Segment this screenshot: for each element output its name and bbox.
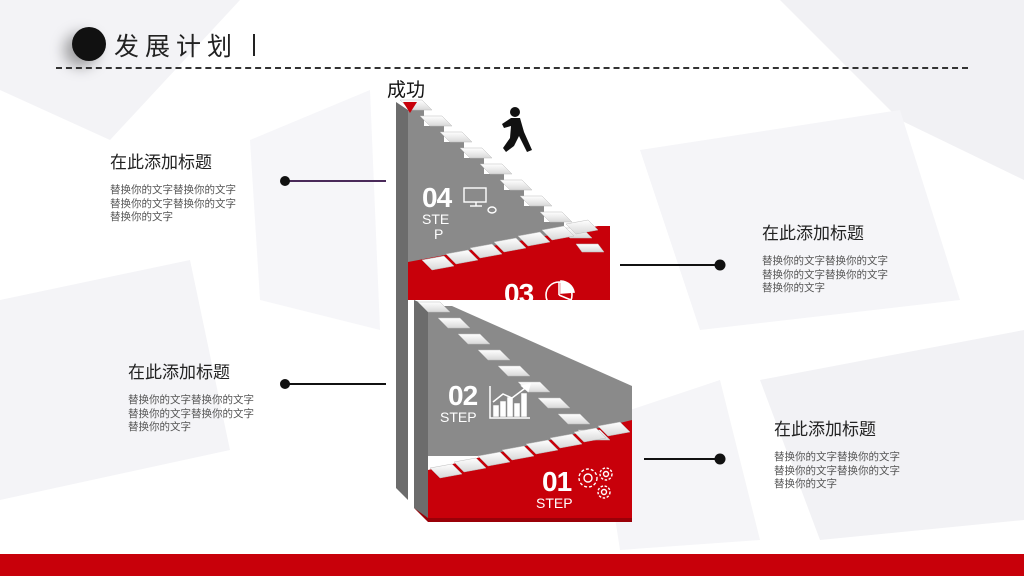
title-cursor-bar [253,34,255,56]
connector-bottom-left [280,379,386,389]
step-02-text: STEP [440,409,477,425]
item-1-title: 在此添加标题 [110,153,212,173]
connector-top-left [280,176,386,186]
step-02-label: 02 STEP [440,380,478,425]
step-04-number: 04 [422,182,452,213]
connector-top-right [620,259,726,271]
success-label: 成功 [387,79,426,101]
item-4-title: 在此添加标题 [774,420,876,440]
item-2-title: 在此添加标题 [762,224,864,244]
title-bullet-dot [72,27,106,61]
header-dashed-divider [56,67,968,69]
item-2-description: 替换你的文字替换你的文字替换你的文字替换你的文字替换你的文字 [762,255,888,294]
growth-chart-icon [489,382,532,419]
step-04-label: 04 STE P [422,182,452,242]
connector-bottom-right [644,453,726,465]
item-3-title: 在此添加标题 [128,363,230,383]
step-03-label: 03 STE P [504,278,534,338]
step-02-number: 02 [448,380,478,411]
footer-accent-bar [0,554,1024,576]
step-01-text: STEP [536,495,573,511]
lower-staircase [414,300,632,522]
step-01-number: 01 [542,466,572,497]
step-01-label: 01 STEP [536,468,573,511]
step-03-text-line2: P [516,322,526,338]
step-03-text-line1: STE [504,307,532,323]
running-person-icon [502,107,532,152]
step-03-number: 03 [504,278,534,309]
item-3-description: 替换你的文字替换你的文字替换你的文字替换你的文字替换你的文字 [128,394,254,433]
step-04-text-line1: STE [422,211,450,227]
item-1-description: 替换你的文字替换你的文字替换你的文字替换你的文字替换你的文字 [110,184,236,223]
page-title: 发展计划 [114,32,239,61]
step-04-text-line2: P [434,226,444,242]
pie-chart-icon [545,280,575,309]
computer-icon [463,187,497,214]
gears-icon [578,467,613,499]
success-pointer-icon [403,102,417,113]
item-4-description: 替换你的文字替换你的文字替换你的文字替换你的文字替换你的文字 [774,451,900,490]
